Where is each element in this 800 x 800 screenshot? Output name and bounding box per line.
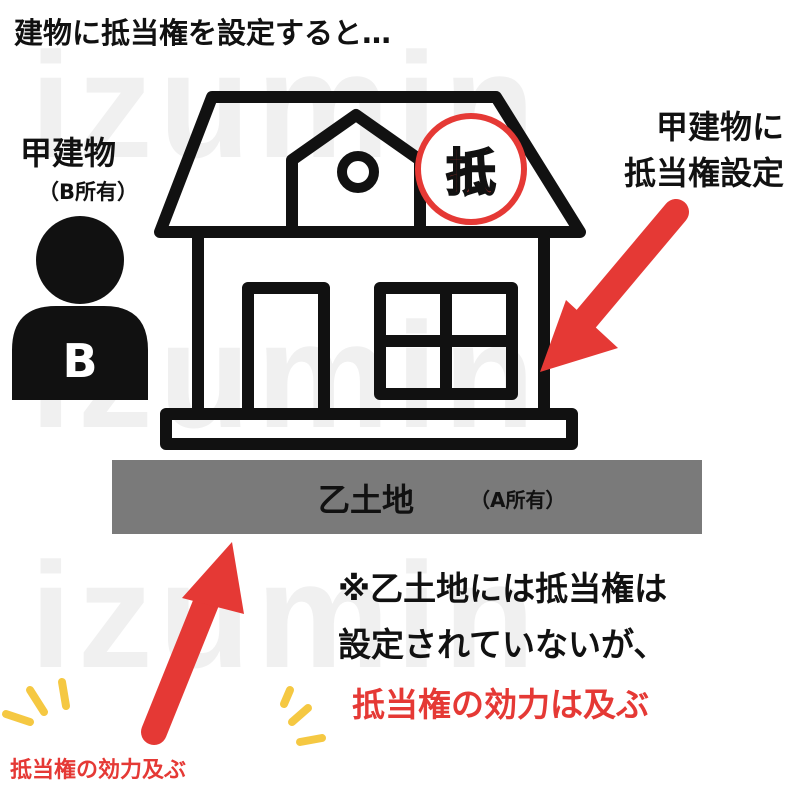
person-building-label: 甲建物 [20, 134, 117, 172]
page-title: 建物に抵当権を設定すると… [14, 16, 392, 50]
burst-lines-icon [2, 678, 326, 746]
arrow-to-house-icon [540, 199, 689, 372]
person-badge: B [62, 334, 98, 388]
note-line2: 設定されていないが、 [338, 625, 667, 664]
note-line1: ※乙土地には抵当権は [338, 569, 668, 608]
person-icon [12, 216, 148, 400]
mortgage-stamp: 抵 [415, 113, 527, 225]
effect-label: 抵当権の効力及ぶ [6, 752, 191, 784]
land-name: 乙土地 [318, 481, 415, 519]
arrow-to-ground-icon [141, 542, 244, 745]
mortgage-stamp-char: 抵 [445, 143, 497, 203]
note-line3: 抵当権の効力は及ぶ [352, 685, 649, 724]
land-owner: （A所有） [470, 488, 566, 512]
land-bar [112, 460, 702, 534]
right-label-line1: 甲建物に [655, 108, 784, 146]
watermark-text: izumin [30, 531, 541, 699]
dormer-window-icon [337, 151, 379, 193]
right-label-line2: 抵当権設定 [623, 154, 784, 192]
person-owner-label: （B所有） [38, 180, 139, 204]
house-icon [154, 91, 586, 450]
